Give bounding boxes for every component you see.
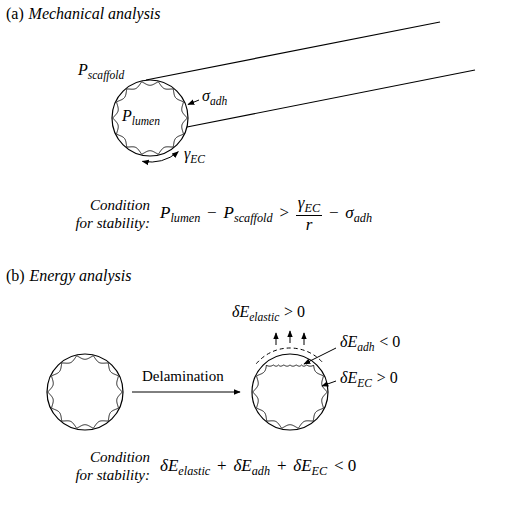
symbol-text: r	[306, 215, 313, 234]
symbol-text: (a)	[6, 5, 24, 22]
symbol-text: −	[329, 203, 339, 222]
vessel-wall	[187, 70, 475, 127]
subscript: EC	[357, 377, 372, 389]
symbol-text: +	[277, 456, 287, 475]
endothelial-lining	[113, 82, 187, 154]
symbol-text: (b)	[6, 267, 25, 284]
tension-label: γEC	[184, 144, 205, 166]
symbol-text: +	[217, 456, 227, 475]
vessel-cross-section	[252, 354, 328, 430]
subscript: EC	[305, 201, 321, 215]
panel-heading: (a) Mechanical analysis	[6, 4, 161, 24]
expansion-arrow	[304, 333, 305, 345]
energy-label: δEEC > 0	[340, 368, 398, 390]
subscript: adh	[210, 95, 227, 107]
symbol-text: < 0	[379, 333, 400, 350]
symbol-text: P	[223, 203, 233, 222]
symbol-text: δE	[340, 369, 357, 386]
panel-heading: (b)Energy analysis	[6, 266, 132, 286]
tension-arrow	[142, 152, 178, 162]
process-label: Delamination	[142, 367, 224, 386]
energy-label: δEelastic > 0	[232, 302, 305, 324]
process-arrow	[132, 392, 240, 393]
symbol-text: > 0	[284, 303, 305, 320]
symbol-text: P	[160, 203, 170, 222]
vessel-cross-section	[112, 80, 188, 156]
condition-note: Condition for stability:	[56, 196, 150, 232]
denominator: r	[296, 215, 322, 235]
symbol-text: −	[207, 203, 217, 222]
subscript: EC	[190, 153, 205, 165]
numerator: γEC	[296, 194, 322, 215]
subscript: lumen	[170, 211, 200, 225]
symbol-text: < 0	[334, 456, 356, 475]
stability-equation: Plumen−Pscaffold>γECr−σadh	[160, 194, 372, 235]
deformed-wall	[256, 348, 323, 364]
condition-text: Condition for stability:	[75, 449, 150, 483]
fraction: γECr	[296, 194, 322, 235]
symbol-text: δE	[293, 456, 311, 475]
symbol-text: γ	[184, 145, 190, 162]
symbol-text: > 0	[377, 369, 398, 386]
subscript: scaffold	[88, 69, 124, 81]
vessel-cross-section	[47, 354, 123, 430]
pressure-label: Plumen	[122, 106, 160, 128]
subscript: adh	[252, 464, 270, 478]
energy-label: δEadh < 0	[340, 332, 400, 354]
expansion-arrow	[290, 331, 291, 343]
symbol-text: Mechanical analysis	[29, 5, 161, 22]
adhesion-label: σadh	[202, 86, 227, 108]
symbol-text: Energy analysis	[29, 267, 131, 284]
symbol-text: δE	[340, 333, 357, 350]
vessel-wall	[146, 22, 440, 80]
subscript: elastic	[249, 311, 279, 323]
endothelial-lining	[253, 365, 327, 428]
symbol-text: σ	[202, 87, 210, 104]
leader-line	[304, 348, 336, 364]
subscript: adh	[357, 341, 374, 353]
symbol-text: Delamination	[142, 368, 224, 384]
symbol-text: δE	[232, 303, 249, 320]
stability-equation: δEelastic+δEadh+δEEC< 0	[160, 455, 356, 479]
symbol-text: σ	[345, 203, 353, 222]
condition-text: Condition for stability:	[75, 197, 150, 231]
symbol-text: P	[122, 107, 132, 124]
endothelial-lining	[48, 356, 122, 428]
subscript: EC	[312, 464, 328, 478]
subscript: elastic	[178, 464, 210, 478]
symbol-text: δE	[233, 456, 251, 475]
symbol-text: >	[279, 203, 289, 222]
subscript: adh	[354, 211, 372, 225]
leader-line	[322, 381, 336, 386]
subscript: lumen	[132, 115, 160, 127]
expansion-arrow	[276, 333, 277, 345]
symbol-text: γ	[298, 193, 305, 212]
condition-note: Condition for stability:	[56, 448, 150, 484]
pressure-label: Pscaffold	[78, 60, 124, 82]
symbol-text: P	[78, 61, 88, 78]
symbol-text: δE	[160, 456, 178, 475]
subscript: scaffold	[234, 211, 273, 225]
adhesion-arrow	[188, 100, 199, 105]
